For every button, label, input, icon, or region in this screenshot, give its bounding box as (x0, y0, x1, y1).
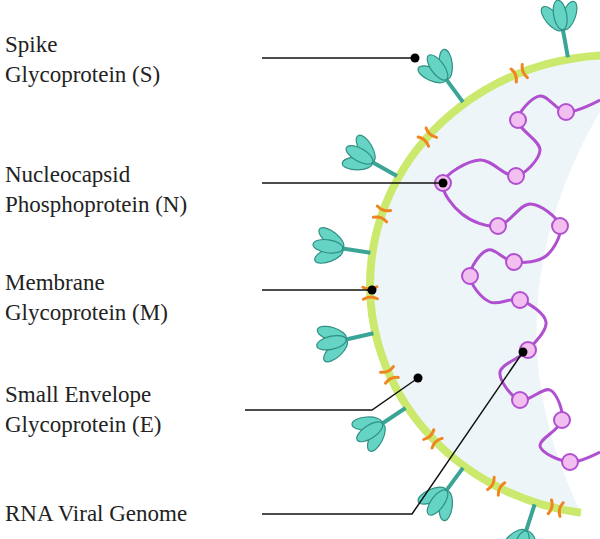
membrane-protein (488, 477, 505, 495)
part-label: RNA Viral Genome (5, 499, 195, 529)
nucleocapsid-bead (554, 412, 570, 428)
spike-protein (496, 498, 555, 539)
spike-protein (310, 223, 374, 274)
membrane-protein (381, 367, 399, 384)
spike-stem (343, 249, 371, 253)
spike-stem (446, 468, 463, 491)
leader-line (262, 57, 415, 59)
nucleocapsid-bead (506, 254, 522, 270)
nucleocapsid-bead (558, 104, 574, 120)
part-label: Nucleocapsid Phosphoprotein (N) (5, 160, 192, 220)
leader-dot (368, 286, 377, 295)
virion-interior (370, 55, 600, 513)
nucleocapsid-bead (552, 218, 568, 234)
nucleocapsid-bead (508, 168, 524, 184)
membrane-protein (548, 500, 563, 516)
spike-proteins (310, 0, 600, 539)
leader-lines (245, 58, 523, 514)
spike-lobe (511, 529, 533, 539)
nucleocapsid-beads (435, 104, 578, 470)
membrane-protein (418, 128, 436, 146)
part-label: Spike Glycoprotein (S) (5, 30, 165, 90)
leader-dot (519, 348, 528, 357)
nucleocapsid-bead (562, 454, 578, 470)
spike-lobe (423, 52, 451, 84)
nucleocapsid-bead (510, 112, 526, 128)
nucleocapsid-bead (512, 292, 528, 308)
spike-protein (411, 43, 480, 115)
leader-dot (411, 54, 420, 63)
nucleocapsid-bead (462, 268, 478, 284)
spike-stem (373, 162, 397, 176)
nucleocapsid-bead (512, 392, 528, 408)
spike-stem (382, 408, 405, 424)
leader-dots (368, 54, 528, 383)
leader-line (262, 182, 443, 184)
spike-lobe (551, 0, 569, 31)
membrane-protein (424, 430, 442, 448)
leader-dot (414, 374, 423, 383)
spike-lobe (315, 333, 347, 352)
spike-stem (446, 80, 463, 103)
leader-line (262, 289, 372, 291)
membrane-proteins (363, 48, 600, 516)
spike-protein (345, 390, 417, 458)
envelope-membrane (370, 55, 600, 513)
membrane-protein (511, 65, 527, 82)
leader-line (262, 352, 523, 514)
spike-stem (346, 333, 373, 339)
nucleocapsid-strand (443, 96, 600, 462)
spike-stem (526, 504, 535, 531)
part-label: Small Envelope Glycoprotein (E) (5, 380, 166, 440)
membrane-protein (373, 206, 390, 222)
spike-protein (536, 0, 589, 61)
spike-lobe (343, 142, 376, 168)
spike-lobe (312, 238, 344, 255)
spike-protein (312, 312, 378, 367)
nucleocapsid-bead (490, 218, 506, 234)
spike-stem (563, 30, 568, 58)
leader-line (245, 378, 418, 410)
leader-dot (439, 179, 448, 188)
spike-lobe (354, 418, 386, 445)
spike-protein (336, 129, 408, 195)
part-label: Membrane Glycoprotein (M) (5, 268, 172, 328)
